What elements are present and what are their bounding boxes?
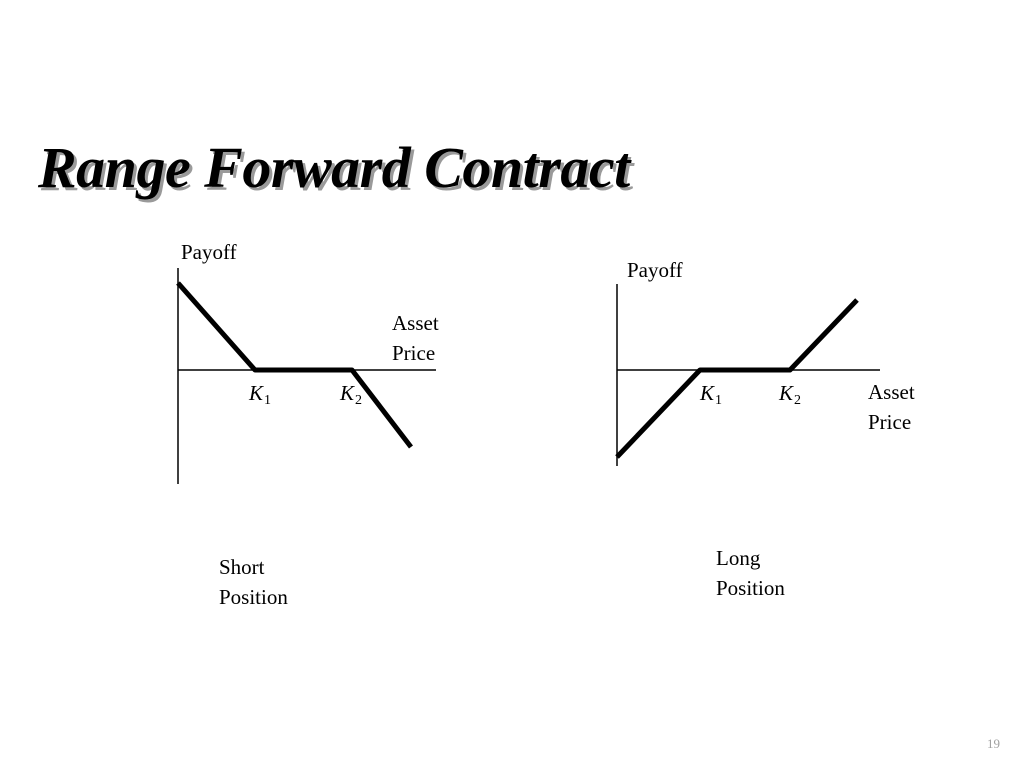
long-k1-subscript: 1 <box>715 393 723 408</box>
long-k2-subscript: 2 <box>794 393 802 408</box>
long-k1-letter: K <box>700 381 715 405</box>
short-position-diagram <box>176 268 436 484</box>
short-k1-label: K1 <box>249 380 271 414</box>
long-position-caption: Long Position <box>716 543 785 603</box>
short-k2-label: K2 <box>340 380 362 414</box>
short-asset-label-line1: Asset <box>392 311 439 335</box>
short-payoff-line <box>176 281 413 449</box>
slide-title: Range Forward Contract <box>38 135 630 200</box>
long-asset-price-label: Asset Price <box>868 377 915 437</box>
short-payoff-label: Payoff <box>181 240 237 264</box>
long-asset-label-line1: Asset <box>868 380 915 404</box>
short-k1-subscript: 1 <box>264 393 272 408</box>
long-payoff-line <box>615 298 859 459</box>
long-k2-letter: K <box>779 381 794 405</box>
long-asset-label-line2: Price <box>868 410 912 434</box>
page-number: 19 <box>987 736 1000 751</box>
short-caption-line1: Short <box>219 555 265 579</box>
short-caption-line2: Position <box>219 585 288 609</box>
short-asset-label-line2: Price <box>392 341 436 365</box>
short-k1-letter: K <box>249 381 264 405</box>
short-k2-letter: K <box>340 381 355 405</box>
long-k2-label: K2 <box>779 380 801 414</box>
long-caption-line2: Position <box>716 576 785 600</box>
short-position-caption: Short Position <box>219 552 288 612</box>
long-payoff-label: Payoff <box>627 258 683 282</box>
short-asset-price-label: Asset Price <box>392 308 439 368</box>
long-position-diagram <box>615 284 880 466</box>
long-k1-label: K1 <box>700 380 722 414</box>
long-caption-line1: Long <box>716 546 761 570</box>
short-k2-subscript: 2 <box>355 393 363 408</box>
